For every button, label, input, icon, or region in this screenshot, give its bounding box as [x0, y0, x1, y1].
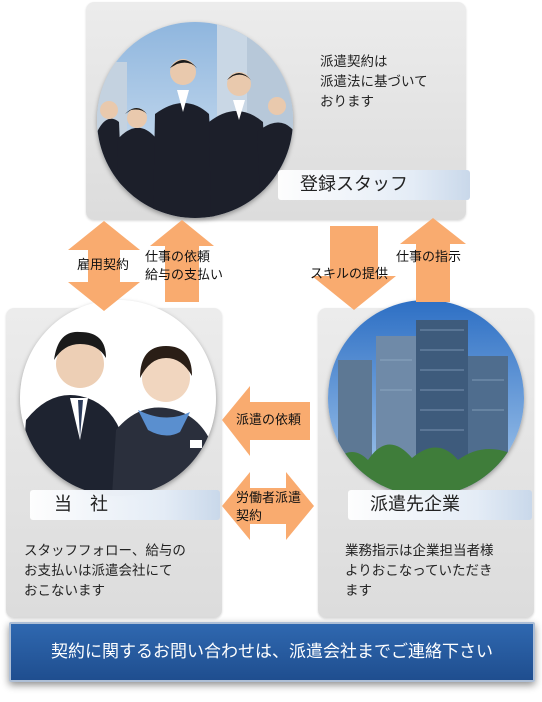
double-vertical-arrow-icon — [68, 221, 140, 311]
company-note: スタッフフォロー、給与の お支払いは派遣会社にて おこないます — [24, 543, 186, 599]
skill-provision-label: スキルの提供 — [310, 267, 389, 282]
worker-dispatch-contract-label: 労働者派遣 契約 — [236, 491, 302, 524]
contact-banner: 契約に関するお問い合わせは、派遣会社までご連絡下さい — [9, 622, 535, 682]
client-label: 派遣先企業 — [348, 490, 532, 520]
job-request-label: 仕事の依頼 給与の支払い — [145, 250, 224, 283]
company-label: 当 社 — [30, 490, 220, 520]
double-horizontal-arrow-icon — [222, 472, 314, 540]
employment-contract-label: 雇用契約 — [77, 258, 130, 273]
client-note: 業務指示は企業担当者様 よりおこなっていただき ます — [345, 543, 494, 599]
job-instruction-label: 仕事の指示 — [396, 250, 462, 265]
up-arrow-icon — [400, 218, 466, 302]
dispatch-request-label: 派遣の依頼 — [236, 413, 302, 428]
up-arrow-icon — [150, 220, 214, 302]
left-arrow-icon — [222, 386, 310, 456]
down-arrow-icon — [312, 226, 396, 310]
staff-note: 派遣契約は 派遣法に基づいて おります — [320, 54, 428, 110]
staff-label: 登録スタッフ — [278, 170, 470, 200]
